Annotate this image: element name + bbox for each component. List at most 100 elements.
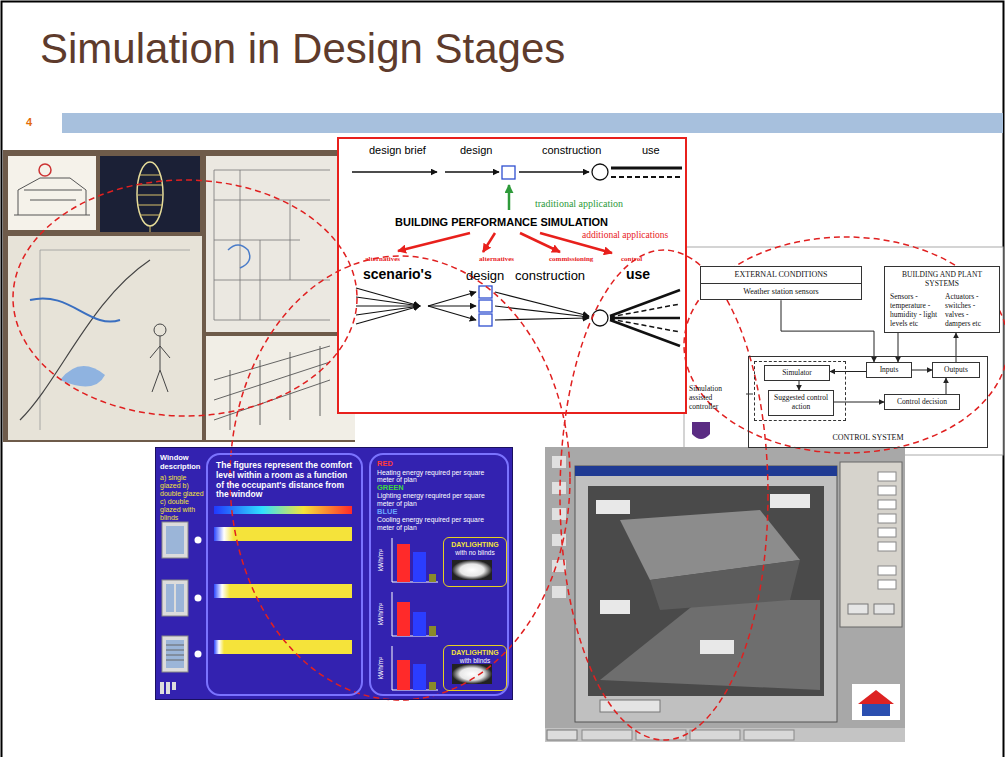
comfort-panel-art <box>176 584 184 612</box>
highlight-ellipse <box>13 180 1005 740</box>
process-arrows <box>592 310 608 326</box>
box-label: Simulator <box>765 366 829 379</box>
process-arrows <box>483 233 495 252</box>
process-arrows <box>356 306 420 324</box>
box-label: Control decision <box>885 395 959 408</box>
connector-arrow <box>799 381 800 390</box>
box-label: Suggested control action <box>769 391 833 413</box>
control-system-box: CONTROL SYSTEMSimulation assisted contro… <box>748 356 988 448</box>
simulation-frame-fill <box>337 137 687 414</box>
group-label: Simulation assisted controller <box>689 384 743 411</box>
key-text: Cooling energy required per square meter… <box>377 516 501 531</box>
comfort-panel-art <box>166 640 184 668</box>
annotation: additional applications <box>582 230 668 241</box>
process-arrows <box>610 320 680 346</box>
comfort-panel-art <box>166 645 184 660</box>
software-screenshot <box>575 466 837 476</box>
box-text: The figures represent the comfort level … <box>216 461 354 500</box>
process-arrows <box>356 288 420 306</box>
software-screenshot <box>878 528 896 537</box>
highlight-ellipse <box>13 180 357 416</box>
comfort-panel-art <box>162 636 188 672</box>
process-arrows <box>611 176 682 178</box>
comfort-panel-art <box>214 527 352 541</box>
software-screenshot <box>596 500 630 514</box>
process-arrows <box>592 164 608 180</box>
comfort-panel-art <box>155 447 513 700</box>
sketch-collage <box>137 162 163 226</box>
software-screenshot <box>575 466 837 722</box>
software-screenshot <box>848 604 868 614</box>
comfort-panel-art <box>166 682 170 694</box>
software-screenshot <box>650 560 800 610</box>
process-box: Inputs <box>866 362 912 378</box>
process-box: Control decision <box>884 394 960 410</box>
stage-label: design <box>460 144 492 157</box>
software-screenshot <box>552 456 566 468</box>
comfort-panel-art <box>214 584 352 598</box>
box-heading: CONTROL SYSTEM <box>749 433 987 443</box>
process-arrows <box>352 171 437 172</box>
highlight-ellipse <box>560 250 768 740</box>
process-arrows <box>445 171 499 172</box>
comfort-panel-art <box>429 682 436 690</box>
daylighting-box: DAYLIGHTINGwith no blinds <box>443 537 507 587</box>
process-arrows <box>479 314 492 326</box>
software-screenshot <box>547 730 577 740</box>
process-arrows <box>356 297 420 306</box>
process-arrows <box>428 305 476 306</box>
sketch-collage <box>3 150 355 442</box>
comfort-panel-art <box>397 660 410 690</box>
software-screenshot <box>744 730 794 740</box>
sketch-collage <box>150 336 170 392</box>
sketch-collage <box>100 156 200 232</box>
software-screenshot <box>545 447 905 742</box>
connector-arrow <box>898 333 899 362</box>
sketch-collage <box>8 156 96 230</box>
software-screenshot <box>700 640 734 654</box>
connector-arrow <box>946 378 947 394</box>
slide-number: 4 <box>26 116 32 128</box>
comfort-panel-art <box>452 664 492 684</box>
axis-label: kWh/m² <box>377 648 385 688</box>
comfort-profile-box: The figures represent the comfort level … <box>206 453 363 696</box>
arrow-label: commissioning <box>549 255 593 263</box>
sketch-collage <box>40 250 190 430</box>
connector-arrow <box>834 402 884 403</box>
box-heading: DAYLIGHTING <box>444 649 506 657</box>
software-screenshot <box>770 494 810 508</box>
software-screenshot <box>878 486 896 495</box>
software-screenshot <box>600 600 820 690</box>
control-diagram-panel <box>684 247 1003 455</box>
axis-label: kWh/m² <box>377 540 385 580</box>
software-screenshot <box>588 486 824 696</box>
header-bar <box>62 113 1003 133</box>
slide-title: Simulation in Design Stages <box>40 28 565 70</box>
comfort-panel-art <box>214 640 352 654</box>
comfort-panel-art <box>166 526 184 554</box>
system-box: BUILDING AND PLANT SYSTEMSSensors - temp… <box>884 266 1000 333</box>
comfort-panel-art <box>397 602 410 636</box>
daylighting-box: DAYLIGHTINGwith blinds <box>443 645 507 691</box>
comfort-panel-art <box>172 682 176 690</box>
comfort-panel-art <box>214 584 230 598</box>
process-arrows <box>479 286 492 298</box>
process-box: Simulator <box>764 365 830 381</box>
comfort-panel: Window descriptiona) single glazed b) do… <box>155 447 513 700</box>
comfort-panel-art <box>413 552 426 582</box>
box-label: Inputs <box>867 363 911 376</box>
process-box: Suggested control action <box>768 390 834 416</box>
connector-arrow <box>956 333 957 362</box>
software-screenshot <box>874 604 894 614</box>
software-screenshot <box>852 684 900 720</box>
stage-label: scenario's <box>363 266 432 283</box>
annotation: traditional application <box>535 198 623 210</box>
software-screenshot <box>600 600 630 614</box>
comfort-panel-art <box>392 538 438 690</box>
sketch-collage <box>14 178 90 215</box>
highlight-ellipse <box>684 237 1005 453</box>
sensor-list: Sensors - temperature - humidity - light… <box>890 292 940 328</box>
color-key: RED <box>377 460 501 469</box>
